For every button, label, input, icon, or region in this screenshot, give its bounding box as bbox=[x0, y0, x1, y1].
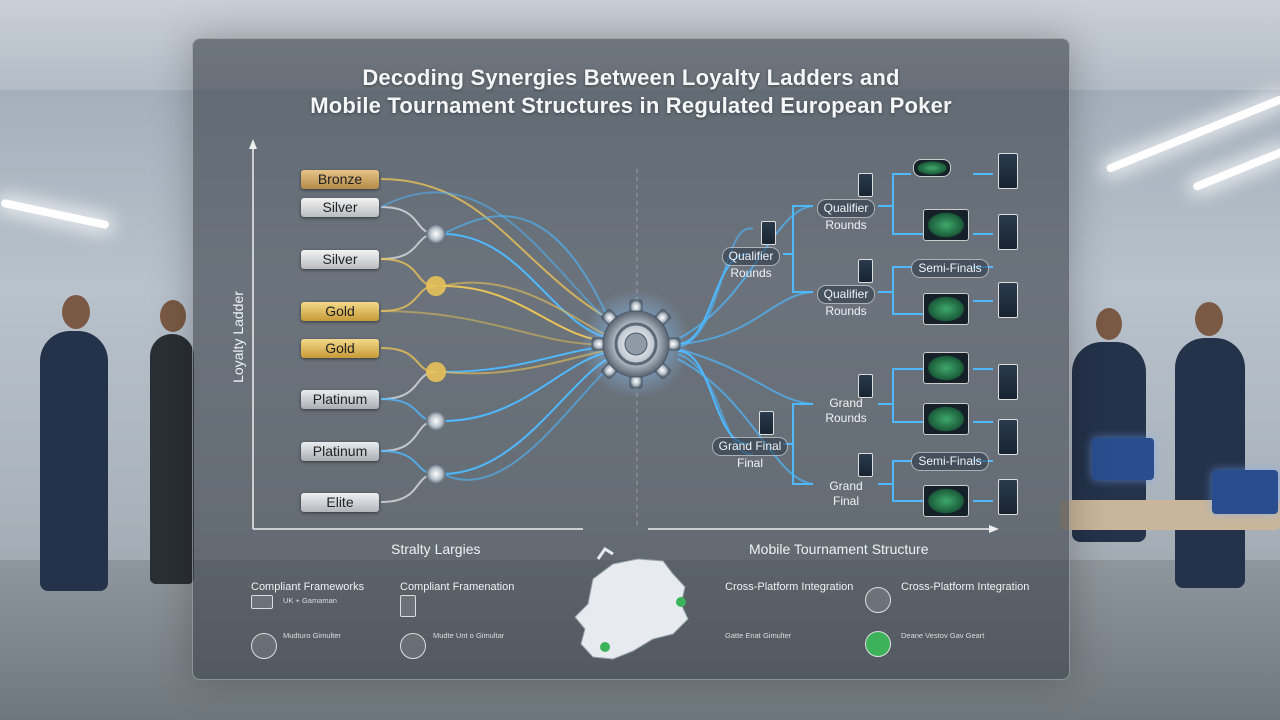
phone-icon bbox=[858, 259, 873, 283]
tablet-icon bbox=[923, 293, 969, 325]
node-qualifier-rounds: Qualifier Rounds bbox=[711, 247, 791, 281]
tier-silver: Silver bbox=[301, 198, 379, 217]
footer-col1-heading: Compliant Frameworks bbox=[251, 581, 365, 593]
y-axis-arrow bbox=[249, 139, 257, 149]
node-sublabel: Rounds bbox=[825, 218, 867, 232]
shield-icon bbox=[865, 587, 891, 613]
footer-col4-item2: Deane Vestov Gav Geart bbox=[901, 631, 985, 640]
ceiling-light bbox=[1192, 146, 1280, 192]
node-label: Grand bbox=[829, 479, 863, 493]
gear-icon bbox=[581, 289, 691, 399]
node-sublabel: Final bbox=[832, 494, 859, 508]
title-line-2: Mobile Tournament Structures in Regulate… bbox=[310, 93, 952, 118]
phone-icon bbox=[858, 374, 873, 398]
phone-icon bbox=[998, 214, 1018, 250]
badge-icon bbox=[400, 633, 426, 659]
phone-icon bbox=[998, 479, 1018, 515]
tier-silver: Silver bbox=[301, 250, 379, 269]
tier-elite: Elite bbox=[301, 493, 379, 512]
node-sublabel: Rounds bbox=[730, 266, 772, 280]
ceiling-light bbox=[0, 198, 110, 230]
badge-icon bbox=[251, 633, 277, 659]
tier-platinum: Platinum bbox=[301, 442, 379, 461]
infographic-panel: Decoding Synergies Between Loyalty Ladde… bbox=[192, 38, 1070, 680]
node-label: Grand bbox=[829, 396, 863, 410]
node-qualifier-top: Qualifier Rounds bbox=[806, 199, 886, 233]
person-right-2 bbox=[1175, 302, 1245, 592]
node-semi-finals-1: Semi-Finals bbox=[905, 259, 995, 278]
left-axis-caption: Stralty Largies bbox=[391, 541, 481, 557]
x-axis-arrow bbox=[989, 525, 999, 533]
tablet-icon bbox=[923, 485, 969, 517]
title-line-1: Decoding Synergies Between Loyalty Ladde… bbox=[362, 65, 900, 90]
phone-icon bbox=[858, 173, 873, 197]
tablet-icon bbox=[923, 403, 969, 435]
node-label: Semi-Finals bbox=[911, 259, 989, 278]
phone-icon bbox=[759, 411, 774, 435]
footer-col3-heading: Cross-Platform Integration bbox=[725, 581, 854, 593]
node-label: Qualifier bbox=[721, 247, 781, 266]
footer-col2-item2: Mudte Unt o Gimultar bbox=[433, 631, 505, 640]
node-label: Semi-Finals bbox=[911, 452, 989, 471]
europe-map-icon bbox=[574, 558, 689, 660]
y-axis-label: Loyalty Ladder bbox=[230, 291, 246, 383]
laptop bbox=[1092, 438, 1154, 480]
tier-gold: Gold bbox=[301, 339, 379, 358]
node-grand-rounds: Grand Rounds bbox=[806, 396, 886, 426]
node-qualifier-mid: Qualifier Rounds bbox=[806, 285, 886, 319]
node-grand-final-right: Grand Final bbox=[806, 479, 886, 509]
phone-icon bbox=[761, 221, 776, 245]
tier-bronze: Bronze bbox=[301, 170, 379, 189]
server-icon bbox=[400, 595, 416, 617]
tier-gold: Gold bbox=[301, 302, 379, 321]
shield-icon bbox=[251, 595, 273, 609]
check-icon bbox=[865, 631, 891, 657]
tablet-icon bbox=[923, 352, 969, 384]
tablet-icon bbox=[923, 209, 969, 241]
node-sublabel: Rounds bbox=[825, 411, 867, 425]
right-axis-caption: Mobile Tournament Structure bbox=[749, 541, 929, 557]
phone-icon bbox=[998, 419, 1018, 455]
person-left-1 bbox=[40, 295, 110, 595]
node-sublabel: Rounds bbox=[825, 304, 867, 318]
node-label: Grand Final bbox=[711, 437, 789, 456]
node-grand-final: Grand Final Final bbox=[705, 437, 795, 471]
node-label: Qualifier bbox=[816, 199, 876, 218]
footer-col4-heading: Cross-Platform Integration bbox=[901, 581, 1030, 593]
phone-icon bbox=[998, 282, 1018, 318]
footer-col3-item2: Gatte Enat Gimulter bbox=[725, 631, 792, 640]
footer-col1-item1: UK + Gamaman bbox=[283, 596, 337, 605]
phone-icon bbox=[858, 453, 873, 477]
poker-chips-icon bbox=[913, 159, 951, 177]
node-semi-finals-2: Semi-Finals bbox=[905, 452, 995, 471]
phone-icon bbox=[998, 153, 1018, 189]
tier-spheres bbox=[426, 224, 446, 484]
tier-platinum: Platinum bbox=[301, 390, 379, 409]
footer-col1-item2: Mudturo Gimulter bbox=[283, 631, 341, 640]
phone-icon bbox=[998, 364, 1018, 400]
node-sublabel: Final bbox=[736, 456, 763, 470]
node-label: Qualifier bbox=[816, 285, 876, 304]
person-left-2 bbox=[150, 300, 194, 590]
footer-col2-heading: Compliant Framenation bbox=[400, 581, 515, 593]
laptop bbox=[1212, 470, 1278, 514]
